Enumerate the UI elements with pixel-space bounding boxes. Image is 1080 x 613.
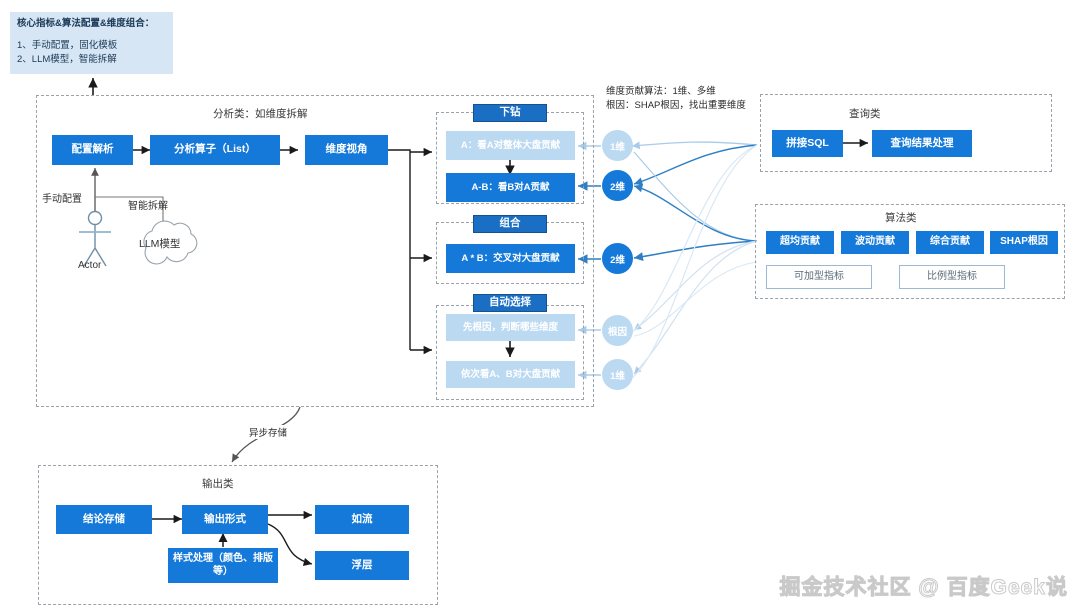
algorithm-chip-2[interactable]: 综合贡献 [916, 231, 984, 254]
node-config-parse[interactable]: 配置解析 [52, 135, 133, 165]
note-line-1: 1、手动配置，固化模板 [17, 39, 118, 51]
strategy-item-autoselect-0[interactable]: 先根因，判断哪些维度 [446, 314, 575, 341]
strategy-item-combination-0[interactable]: A * B：交叉对大盘贡献 [446, 244, 575, 273]
node-analysis-operator[interactable]: 分析算子（List） [150, 135, 280, 165]
algorithm-container [755, 204, 1065, 299]
strategy-item-drilldown-0[interactable]: A：看A对整体大盘贡献 [446, 131, 575, 160]
node-floating-layer[interactable]: 浮层 [315, 551, 409, 580]
label-smart-split: 智能拆解 [128, 201, 168, 212]
label-manual-config: 手动配置 [42, 194, 82, 205]
query-group-title: 查询类 [849, 108, 881, 120]
node-style-processing[interactable]: 样式处理（颜色、排版等） [168, 548, 278, 583]
node-output-form[interactable]: 输出形式 [182, 505, 268, 534]
strategy-header-autoselect[interactable]: 自动选择 [473, 294, 547, 312]
node-query-result-process[interactable]: 查询结果处理 [872, 130, 972, 157]
strategy-item-drilldown-1[interactable]: A-B：看B对A贡献 [446, 173, 575, 202]
note-box: 核心指标&算法配置&维度组合： 1、手动配置，固化模板 2、LLM模型，智能拆解 [10, 12, 173, 74]
node-dimension-view[interactable]: 维度视角 [305, 135, 388, 165]
node-ruliu[interactable]: 如流 [315, 505, 409, 534]
strategy-item-autoselect-1[interactable]: 依次看A、B对大盘贡献 [446, 361, 575, 388]
analysis-container [36, 95, 594, 407]
strategy-header-combination[interactable]: 组合 [473, 215, 547, 233]
strategy-header-drilldown[interactable]: 下钻 [473, 104, 547, 122]
label-async-storage: 异步存储 [248, 425, 289, 439]
note-title: 核心指标&算法配置&维度组合： [17, 18, 155, 29]
node-conclusion-storage[interactable]: 结论存储 [56, 505, 152, 534]
algorithm-metric-chip-0[interactable]: 可加型指标 [766, 265, 872, 289]
dimension-badge-4[interactable]: 1维 [602, 359, 633, 390]
output-container [38, 465, 438, 605]
dimension-badge-2[interactable]: 2维 [602, 243, 633, 274]
algorithm-annotation-line-1: 维度贡献算法：1维、多维 [606, 86, 716, 97]
analysis-group-title: 分析类：如维度拆解 [213, 108, 308, 120]
watermark: 掘金技术社区 @ 百度Geek说 [779, 576, 1068, 600]
node-build-sql[interactable]: 拼接SQL [772, 130, 843, 157]
label-llm-model: LLM模型 [139, 238, 181, 250]
algorithm-annotation-line-2: 根因：SHAP根因，找出重要维度 [606, 100, 746, 111]
algorithm-chip-1[interactable]: 波动贡献 [841, 231, 909, 254]
algorithm-chip-0[interactable]: 超均贡献 [766, 231, 834, 254]
algorithm-metric-chip-1[interactable]: 比例型指标 [899, 265, 1005, 289]
algorithm-group-title: 算法类 [885, 212, 917, 224]
note-line-2: 2、LLM模型，智能拆解 [17, 53, 117, 65]
label-actor: Actor [78, 260, 102, 271]
dimension-badge-0[interactable]: 1维 [602, 130, 633, 161]
query-container [760, 94, 1052, 172]
output-group-title: 输出类 [202, 478, 234, 490]
algorithm-chip-3[interactable]: SHAP根因 [990, 231, 1058, 254]
dimension-badge-3[interactable]: 根因 [602, 315, 633, 346]
dimension-badge-1[interactable]: 2维 [602, 170, 633, 201]
